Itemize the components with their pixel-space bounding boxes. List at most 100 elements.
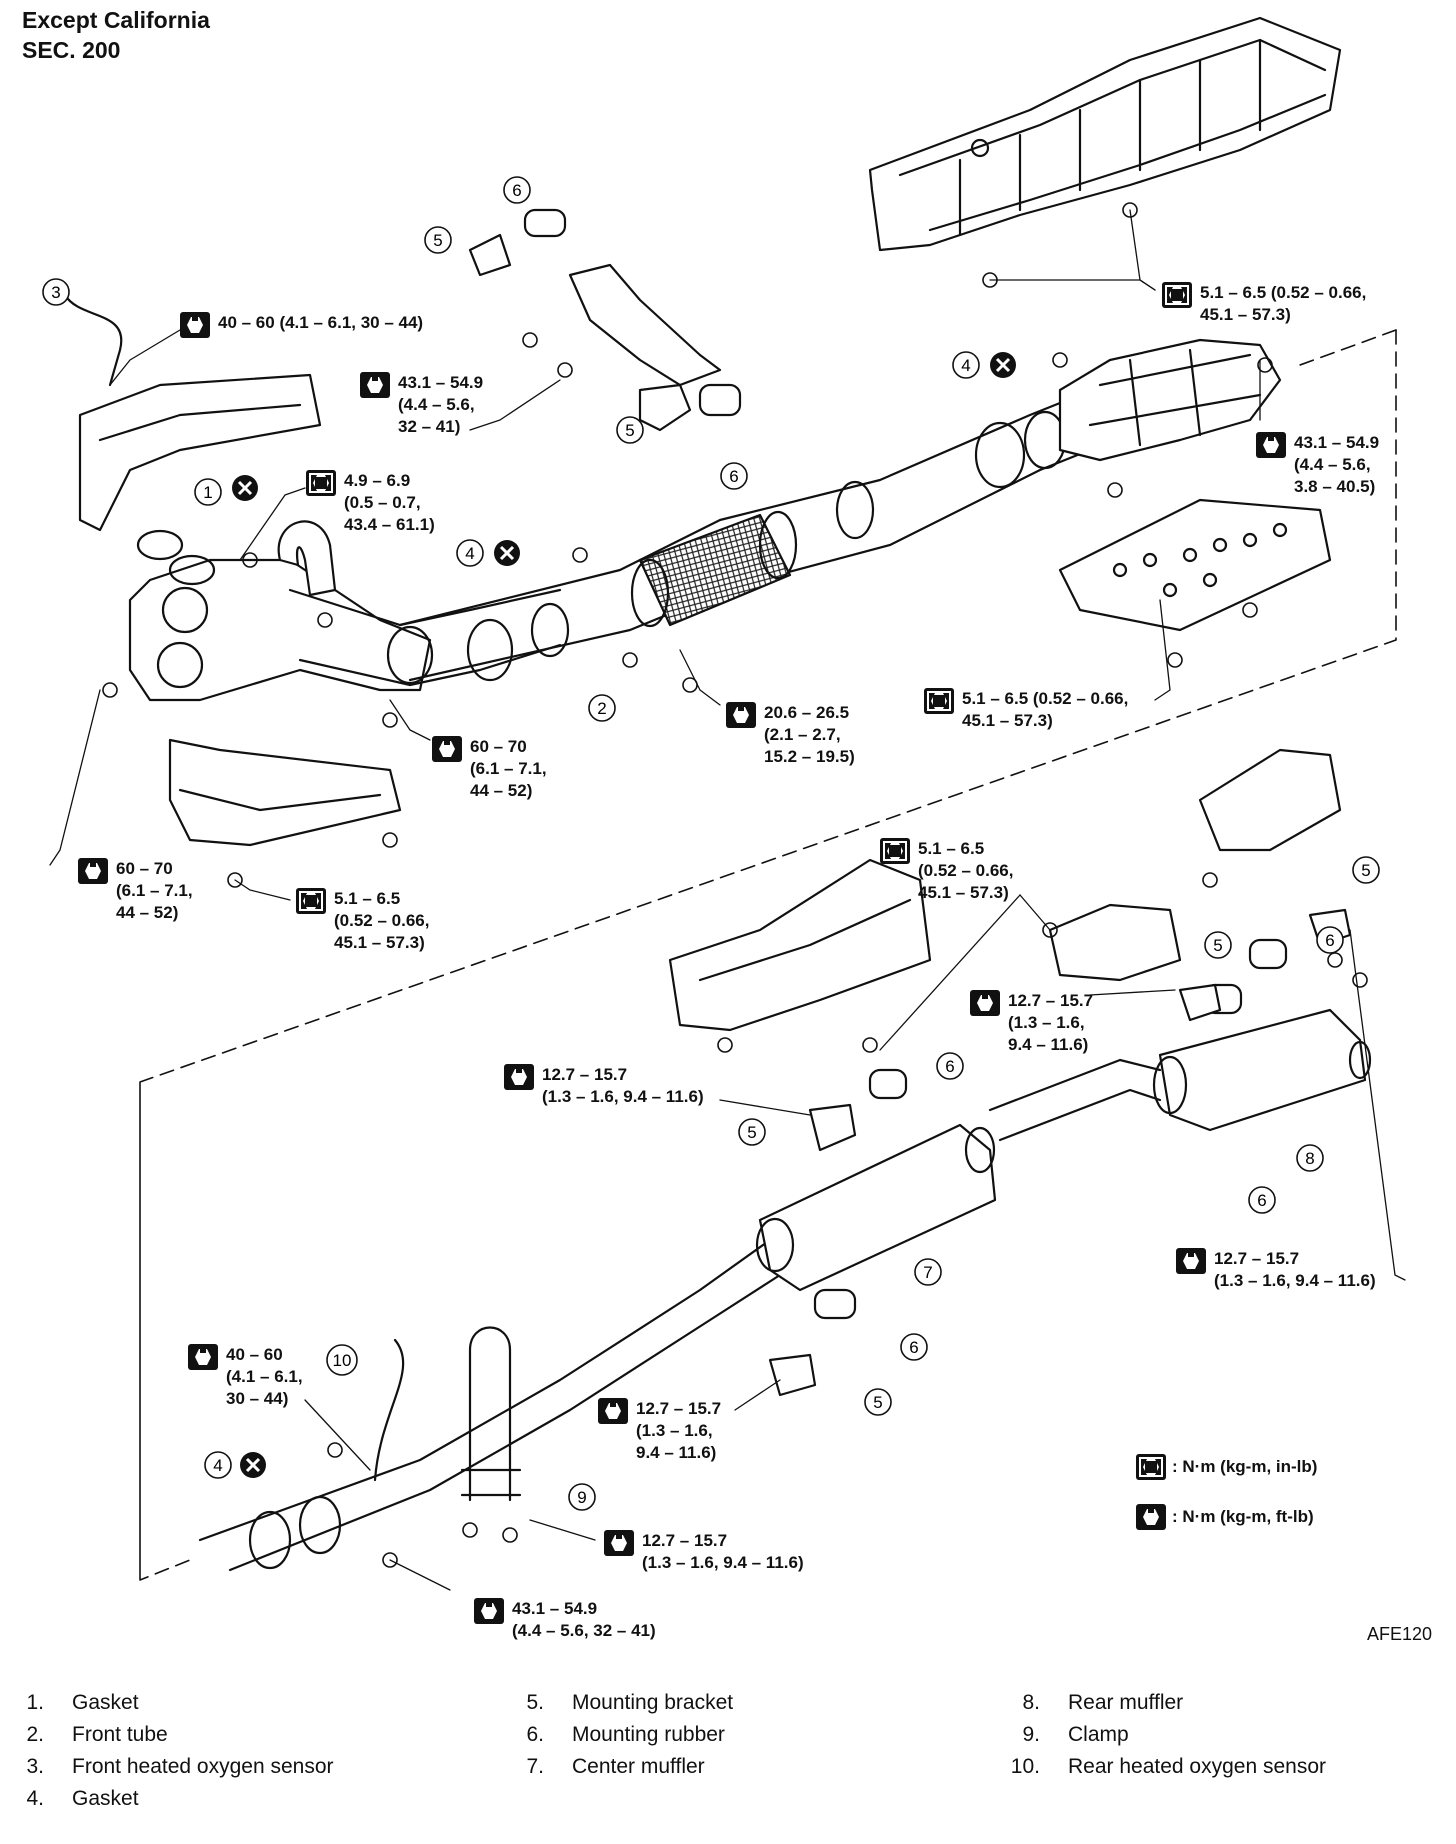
wrench-ft-lb-icon — [1176, 1248, 1206, 1274]
wrench-ft-lb-icon — [1256, 432, 1286, 458]
torque-callout: 43.1 – 54.9 (4.4 – 5.6, 32 – 41) — [360, 372, 483, 438]
parts-list-item: 7.Center muffler — [526, 1755, 705, 1778]
clamp-bar — [460, 1468, 522, 1497]
wrench-ft-lb-icon — [474, 1598, 504, 1624]
svg-text:4: 4 — [961, 356, 970, 375]
center-heat-shield — [668, 858, 932, 1032]
svg-text:4: 4 — [465, 544, 474, 563]
svg-text:5: 5 — [873, 1393, 882, 1412]
rear-flange-gasket — [298, 1495, 342, 1555]
section-boundary-line — [139, 329, 1397, 1581]
callout-10: 10 — [326, 1344, 358, 1376]
torque-callout: 12.7 – 15.7 (1.3 – 1.6, 9.4 – 11.6) — [598, 1398, 721, 1464]
callout-4: 4 — [952, 351, 980, 379]
flexible-bellows — [630, 510, 798, 628]
svg-text:10: 10 — [333, 1351, 352, 1370]
mounting-rubber — [813, 1288, 857, 1320]
callout-7: 7 — [914, 1258, 942, 1286]
wrench-ft-lb-icon — [180, 312, 210, 338]
front-tube-heat-shield — [78, 373, 322, 532]
do-not-reuse-icon — [240, 1452, 266, 1478]
torque-callout: 5.1 – 6.5 (0.52 – 0.66, 45.1 – 57.3) — [1162, 282, 1366, 326]
catalyst-heat-shield-lower — [1058, 498, 1332, 632]
torque-callout: 5.1 – 6.5 (0.52 – 0.66, 45.1 – 57.3) — [880, 838, 1013, 904]
mounting-bracket — [638, 383, 692, 432]
figure-code: AFE120 — [1366, 1624, 1432, 1644]
bolts — [102, 202, 1368, 1568]
svg-text:6: 6 — [909, 1338, 918, 1357]
callout-6: 6 — [720, 462, 748, 490]
rear-muffler — [1152, 1008, 1372, 1132]
parts-list-item: 10.Rear heated oxygen sensor — [1010, 1755, 1326, 1778]
svg-text:6: 6 — [945, 1057, 954, 1076]
flange-gasket — [835, 480, 875, 540]
upper-heat-insulator — [868, 16, 1342, 252]
callout-circles: 1 2 3 4 4 4 5 5 — [42, 176, 1380, 1511]
callout-8: 8 — [1296, 1144, 1324, 1172]
mounting-rubber — [698, 383, 742, 417]
torque-callout: 60 – 70 (6.1 – 7.1, 44 – 52) — [432, 736, 547, 802]
torque-callout: 5.1 – 6.5 (0.52 – 0.66, 45.1 – 57.3) — [924, 688, 1128, 732]
clamp-ring — [277, 520, 337, 597]
torque-callout: 40 – 60 (4.1 – 6.1, 30 – 44) — [180, 312, 423, 338]
torque-callout: 20.6 – 26.5 (2.1 – 2.7, 15.2 – 19.5) — [726, 702, 855, 768]
wrench-in-lb-icon — [924, 688, 954, 714]
callout-2: 2 — [588, 694, 616, 722]
section-code: SEC. 200 — [22, 37, 121, 63]
flange-gasket — [386, 625, 434, 685]
wrench-ft-lb-icon — [726, 702, 756, 728]
callout-6: 6 — [1248, 1186, 1276, 1214]
rear-tube — [198, 1058, 1162, 1572]
callout-6: 6 — [900, 1333, 928, 1361]
callout-9: 9 — [568, 1483, 596, 1511]
torque-callout: 43.1 – 54.9 (4.4 – 5.6, 3.8 – 40.5) — [1256, 432, 1379, 498]
callout-3: 3 — [42, 278, 70, 306]
wrench-in-lb-icon — [880, 838, 910, 864]
units-legend-ft-lb: : N·m (kg-m, ft-lb) — [1136, 1504, 1314, 1530]
callout-4: 4 — [204, 1451, 232, 1479]
svg-text:5: 5 — [625, 421, 634, 440]
wrench-ft-lb-icon — [598, 1398, 628, 1424]
mounting-bracket-upper — [468, 233, 512, 277]
torque-callout: 60 – 70 (6.1 – 7.1, 44 – 52) — [78, 858, 193, 924]
parts-list-item: 5.Mounting bracket — [526, 1691, 734, 1714]
flange-gasket — [974, 421, 1026, 489]
parts-list-item: 2.Front tube — [26, 1723, 168, 1746]
mounting-rubber — [1248, 938, 1288, 970]
svg-text:8: 8 — [1305, 1149, 1314, 1168]
flange-gasket — [530, 602, 570, 658]
callout-6: 6 — [503, 176, 531, 204]
callout-6: 6 — [1316, 926, 1344, 954]
svg-text:3: 3 — [51, 283, 60, 302]
svg-text:1: 1 — [203, 483, 212, 502]
torque-callout: 12.7 – 15.7 (1.3 – 1.6, 9.4 – 11.6) — [504, 1064, 704, 1108]
svg-text:5: 5 — [433, 231, 442, 250]
mounting-bracket — [1178, 983, 1222, 1022]
catalytic-converter — [1058, 338, 1282, 462]
torque-callout: 4.9 – 6.9 (0.5 – 0.7, 43.4 – 61.1) — [306, 470, 435, 536]
svg-text:9: 9 — [577, 1488, 586, 1507]
svg-text:6: 6 — [1325, 931, 1334, 950]
u-bolt-clamp — [468, 1326, 512, 1502]
torque-callout: 12.7 – 15.7 (1.3 – 1.6, 9.4 – 11.6) — [604, 1530, 804, 1574]
leader-lines — [49, 209, 1406, 1591]
wrench-in-lb-icon — [296, 888, 326, 914]
torque-callout: 43.1 – 54.9 (4.4 – 5.6, 32 – 41) — [474, 1598, 656, 1642]
svg-text:7: 7 — [923, 1263, 932, 1282]
torque-callout: 40 – 60 (4.1 – 6.1, 30 – 44) — [188, 1344, 303, 1410]
lower-front-heat-shield — [168, 738, 402, 847]
wrench-ft-lb-icon — [504, 1064, 534, 1090]
wrench-in-lb-icon — [1162, 282, 1192, 308]
callout-5: 5 — [1204, 931, 1232, 959]
parts-list-item: 8.Rear muffler — [1022, 1691, 1184, 1714]
gasket-1b — [168, 554, 216, 586]
do-not-reuse-icon — [232, 475, 258, 501]
callout-4: 4 — [456, 539, 484, 567]
torque-callout: 12.7 – 15.7 (1.3 – 1.6, 9.4 – 11.6) — [970, 990, 1093, 1056]
svg-text:6: 6 — [729, 467, 738, 486]
svg-text:6: 6 — [512, 181, 521, 200]
torque-callout: 12.7 – 15.7 (1.3 – 1.6, 9.4 – 11.6) — [1176, 1248, 1376, 1292]
do-not-reuse-icon — [990, 352, 1016, 378]
parts-list-item: 4.Gasket — [26, 1787, 139, 1810]
